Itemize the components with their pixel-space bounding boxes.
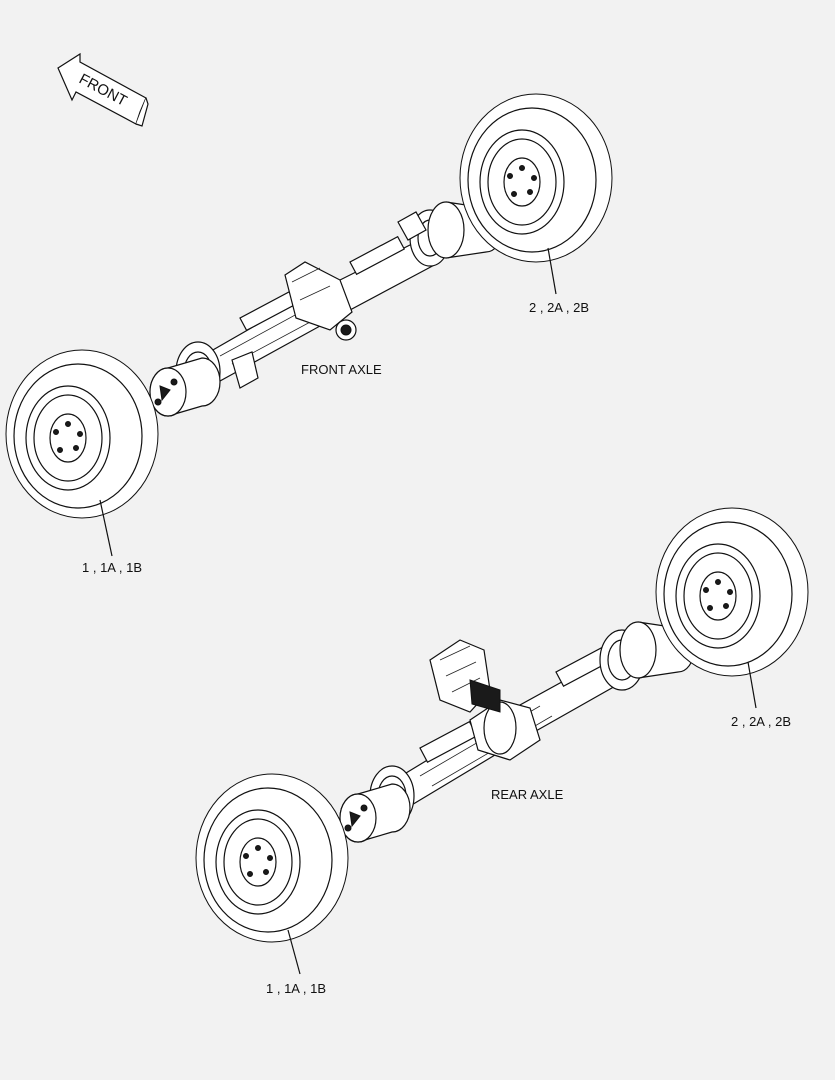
rear-left-leader-line [287, 929, 301, 975]
rear-left-wheel-callout: 1 , 1A , 1B [266, 981, 326, 996]
rear-right-leader-line [747, 661, 757, 709]
front-axle-title: FRONT AXLE [301, 362, 382, 377]
front-left-hub [149, 357, 221, 417]
front-direction-arrow: FRONT [57, 52, 149, 127]
rear-right-tire [655, 507, 809, 677]
rear-left-tire [195, 773, 349, 943]
front-left-leader-line [99, 499, 113, 557]
front-left-tire [5, 349, 159, 519]
front-right-hub [427, 201, 503, 259]
rear-axle-title: REAR AXLE [491, 787, 564, 802]
front-axle-assembly [175, 209, 451, 403]
front-right-tire [459, 93, 613, 263]
front-right-leader-line [547, 247, 557, 295]
rear-left-hub [339, 783, 411, 843]
rear-right-wheel-callout: 2 , 2A , 2B [731, 714, 791, 729]
front-left-wheel-callout: 1 , 1A , 1B [82, 560, 142, 575]
rear-axle-assembly [369, 629, 645, 827]
front-right-wheel-callout: 2 , 2A , 2B [529, 300, 589, 315]
